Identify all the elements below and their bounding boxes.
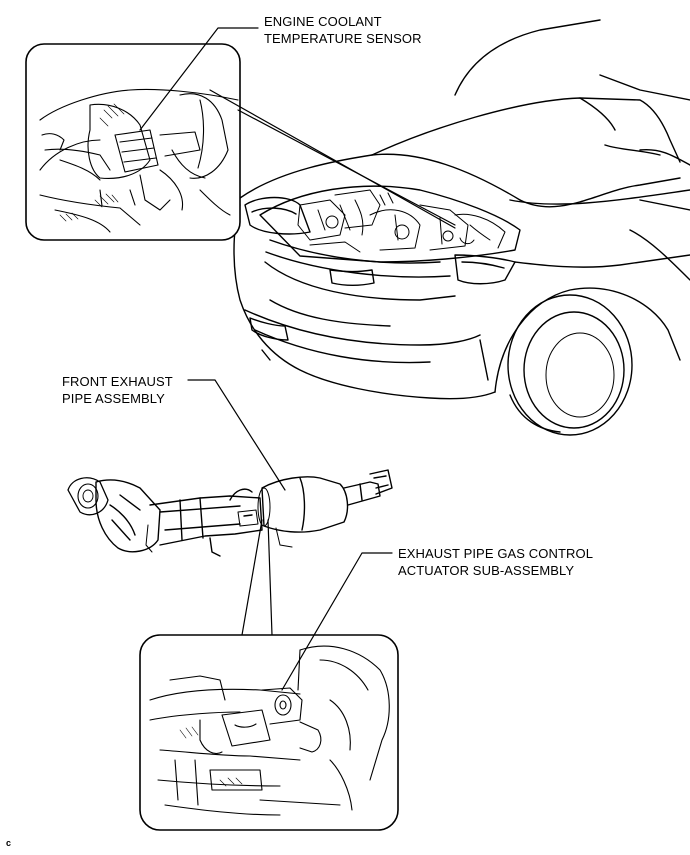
front-exhaust-pipe-label-line2: PIPE ASSEMBLY — [62, 391, 165, 406]
ect-sensor-callout — [25, 27, 456, 241]
gas-control-actuator-label: EXHAUST PIPE GAS CONTROL ACTUATOR SUB-AS… — [398, 545, 593, 579]
figure-code: c — [6, 838, 12, 848]
gas-control-actuator-label-line1: EXHAUST PIPE GAS CONTROL — [398, 546, 594, 561]
ect-sensor-label-line1: ENGINE COOLANT — [264, 14, 382, 29]
ect-sensor-label-line2: TEMPERATURE SENSOR — [264, 31, 422, 46]
ect-sensor-label: ENGINE COOLANT TEMPERATURE SENSOR — [264, 13, 422, 47]
front-exhaust-pipe-label: FRONT EXHAUST PIPE ASSEMBLY — [62, 373, 173, 407]
front-exhaust-pipe-label-line1: FRONT EXHAUST — [62, 374, 173, 389]
gas-control-actuator-label-line2: ACTUATOR SUB-ASSEMBLY — [398, 563, 575, 578]
front-exhaust-pipe-illustration — [67, 379, 393, 636]
car-front-illustration — [233, 19, 690, 436]
actuator-callout — [139, 552, 399, 831]
